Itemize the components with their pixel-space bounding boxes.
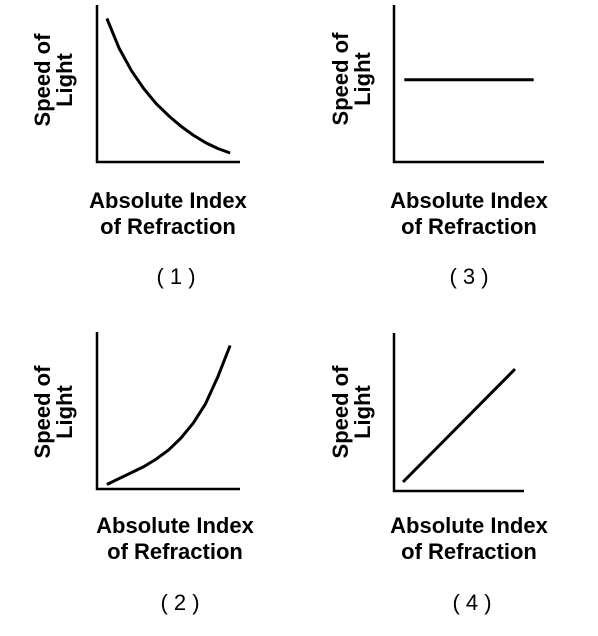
x-axis-label: Absolute Index of Refraction	[46, 188, 290, 240]
y-axis-label-line2: Light	[350, 385, 375, 439]
y-axis-label: Speed of Light	[328, 24, 375, 134]
y-axis-label-line2: Light	[52, 53, 77, 107]
axes	[392, 333, 524, 493]
y-axis-label: Speed of Light	[328, 357, 375, 467]
series-line	[106, 344, 232, 486]
x-axis-label-line2: of Refraction	[107, 539, 243, 564]
series-line	[401, 368, 517, 484]
y-axis-label-line1: Speed of	[328, 365, 353, 459]
x-axis-label: Absolute Index of Refraction	[347, 513, 591, 565]
axes	[95, 5, 240, 164]
y-axis-label-line2: Light	[350, 52, 375, 106]
axes	[95, 332, 240, 491]
chart-panel-1: Speed of Light Absolute Index of Refract…	[0, 0, 299, 318]
x-axis-label-line2: of Refraction	[401, 539, 537, 564]
chart-plot-2	[95, 332, 240, 491]
x-axis-label-line1: Absolute Index	[96, 513, 254, 538]
chart-panel-4: Speed of Light Absolute Index of Refract…	[299, 318, 598, 636]
axes	[392, 5, 544, 164]
x-axis-label: Absolute Index of Refraction	[53, 513, 297, 565]
choice-number-label: ( 2 )	[160, 590, 200, 615]
x-axis-label-line2: of Refraction	[401, 214, 537, 239]
chart-plot-1	[95, 5, 240, 164]
x-axis-label-line1: Absolute Index	[390, 513, 548, 538]
y-axis-label-line2: Light	[52, 385, 77, 439]
chart-plot-3	[392, 5, 544, 164]
x-axis-label-line2: of Refraction	[100, 214, 236, 239]
x-axis-label: Absolute Index of Refraction	[347, 188, 591, 240]
x-axis-label-line1: Absolute Index	[390, 188, 548, 213]
choice-number-label: ( 3 )	[449, 264, 489, 289]
chart-plot-4	[392, 333, 524, 493]
x-axis-label-line1: Absolute Index	[89, 188, 247, 213]
chart-panel-3: Speed of Light Absolute Index of Refract…	[299, 0, 598, 318]
series-line	[105, 17, 231, 155]
y-axis-label-line1: Speed of	[30, 365, 55, 459]
choice-number-label: ( 4 )	[452, 590, 492, 615]
choice-number-label: ( 1 )	[156, 264, 196, 289]
y-axis-label: Speed of Light	[30, 25, 77, 135]
y-axis-label: Speed of Light	[30, 357, 77, 467]
chart-panel-2: Speed of Light Absolute Index of Refract…	[0, 318, 299, 636]
y-axis-label-line1: Speed of	[328, 32, 353, 126]
y-axis-label-line1: Speed of	[30, 33, 55, 127]
